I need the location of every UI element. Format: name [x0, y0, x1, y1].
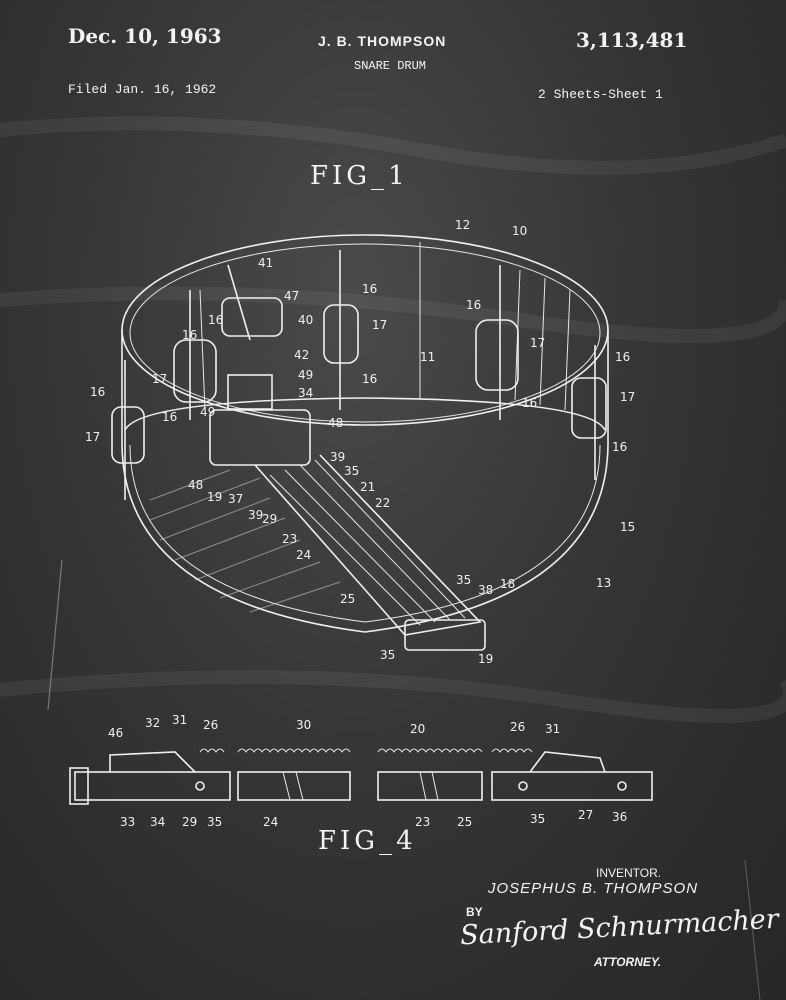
ref-numeral: 16	[362, 282, 378, 296]
ref-numeral: 24	[263, 815, 279, 829]
ref-numeral: 24	[296, 548, 312, 562]
ref-numeral: 19	[207, 490, 223, 504]
filed-date: Filed Jan. 16, 1962	[68, 82, 217, 97]
ref-numeral: 17	[152, 372, 168, 386]
ref-numeral: 15	[620, 520, 636, 534]
attorney-label: ATTORNEY.	[594, 955, 662, 969]
ref-numeral: 17	[85, 430, 101, 444]
ref-numeral: 34	[298, 386, 314, 400]
ref-numeral: 13	[596, 576, 612, 590]
ref-numeral: 46	[108, 726, 124, 740]
ref-numeral: 16	[162, 410, 178, 424]
ref-numeral: 29	[182, 815, 198, 829]
ref-numeral: 17	[620, 390, 636, 404]
patent-number: 3,113,481	[576, 28, 688, 52]
ref-numeral: 10	[512, 224, 528, 238]
ref-numeral: 20	[410, 722, 426, 736]
ref-numeral: 25	[457, 815, 473, 829]
ref-numeral: 16	[362, 372, 378, 386]
ref-numeral: 35	[344, 464, 360, 478]
ref-numeral: 39	[330, 450, 346, 464]
ref-numeral: 22	[375, 496, 391, 510]
ref-numeral: 26	[510, 720, 526, 734]
ref-numeral: 16	[182, 328, 198, 342]
patent-title: SNARE DRUM	[354, 59, 427, 73]
ref-numeral: 35	[456, 573, 472, 587]
ref-numeral: 47	[284, 289, 300, 303]
inventor-label: INVENTOR.	[596, 866, 662, 880]
ref-numeral: 36	[612, 810, 628, 824]
ref-numeral: 16	[466, 298, 482, 312]
by-label: BY	[466, 905, 483, 919]
ref-numeral: 35	[207, 815, 223, 829]
ref-numeral: 49	[200, 405, 216, 419]
ref-numeral: 48	[188, 478, 204, 492]
ref-numeral: 16	[615, 350, 631, 364]
ref-numeral: 31	[172, 713, 188, 727]
ref-numeral: 35	[380, 648, 396, 662]
inventor-name: JOSEPHUS B. THOMPSON	[488, 880, 699, 897]
ref-numeral: 18	[500, 577, 516, 591]
ref-numeral: 23	[282, 532, 298, 546]
ref-numeral: 17	[530, 336, 546, 350]
ref-numeral: 16	[208, 313, 224, 327]
ref-numeral: 29	[262, 512, 278, 526]
ref-numeral: 16	[612, 440, 628, 454]
ref-numeral: 35	[530, 812, 546, 826]
ref-numeral: 11	[420, 350, 436, 364]
ref-numeral: 34	[150, 815, 166, 829]
ref-numeral: 19	[478, 652, 494, 666]
ref-numeral: 37	[228, 492, 244, 506]
ref-numeral: 31	[545, 722, 561, 736]
ref-numeral: 23	[415, 815, 431, 829]
fig4-label: FIG_4	[318, 826, 417, 856]
ref-numeral: 48	[328, 416, 344, 430]
fig1-label: FIG_1	[310, 161, 409, 191]
ref-numeral: 33	[120, 815, 136, 829]
ref-numeral: 38	[478, 583, 494, 597]
ref-numeral: 26	[203, 718, 219, 732]
ref-numeral: 17	[372, 318, 388, 332]
ref-numeral: 16	[90, 385, 106, 399]
inventor-header: J. B. THOMPSON	[318, 33, 447, 49]
ref-numeral: 30	[296, 718, 312, 732]
ref-numeral: 21	[360, 480, 376, 494]
ref-numeral: 32	[145, 716, 161, 730]
ref-numeral: 25	[340, 592, 356, 606]
ref-numeral: 12	[455, 218, 471, 232]
patent-date: Dec. 10, 1963	[68, 24, 222, 48]
ref-numeral: 16	[522, 396, 538, 410]
ref-numeral: 41	[258, 256, 274, 270]
ref-numeral: 42	[294, 348, 310, 362]
ref-numeral: 49	[298, 368, 314, 382]
ref-numeral: 40	[298, 313, 314, 327]
ref-numeral: 39	[248, 508, 264, 522]
ref-numeral: 27	[578, 808, 594, 822]
sheet-count: 2 Sheets-Sheet 1	[538, 87, 663, 102]
